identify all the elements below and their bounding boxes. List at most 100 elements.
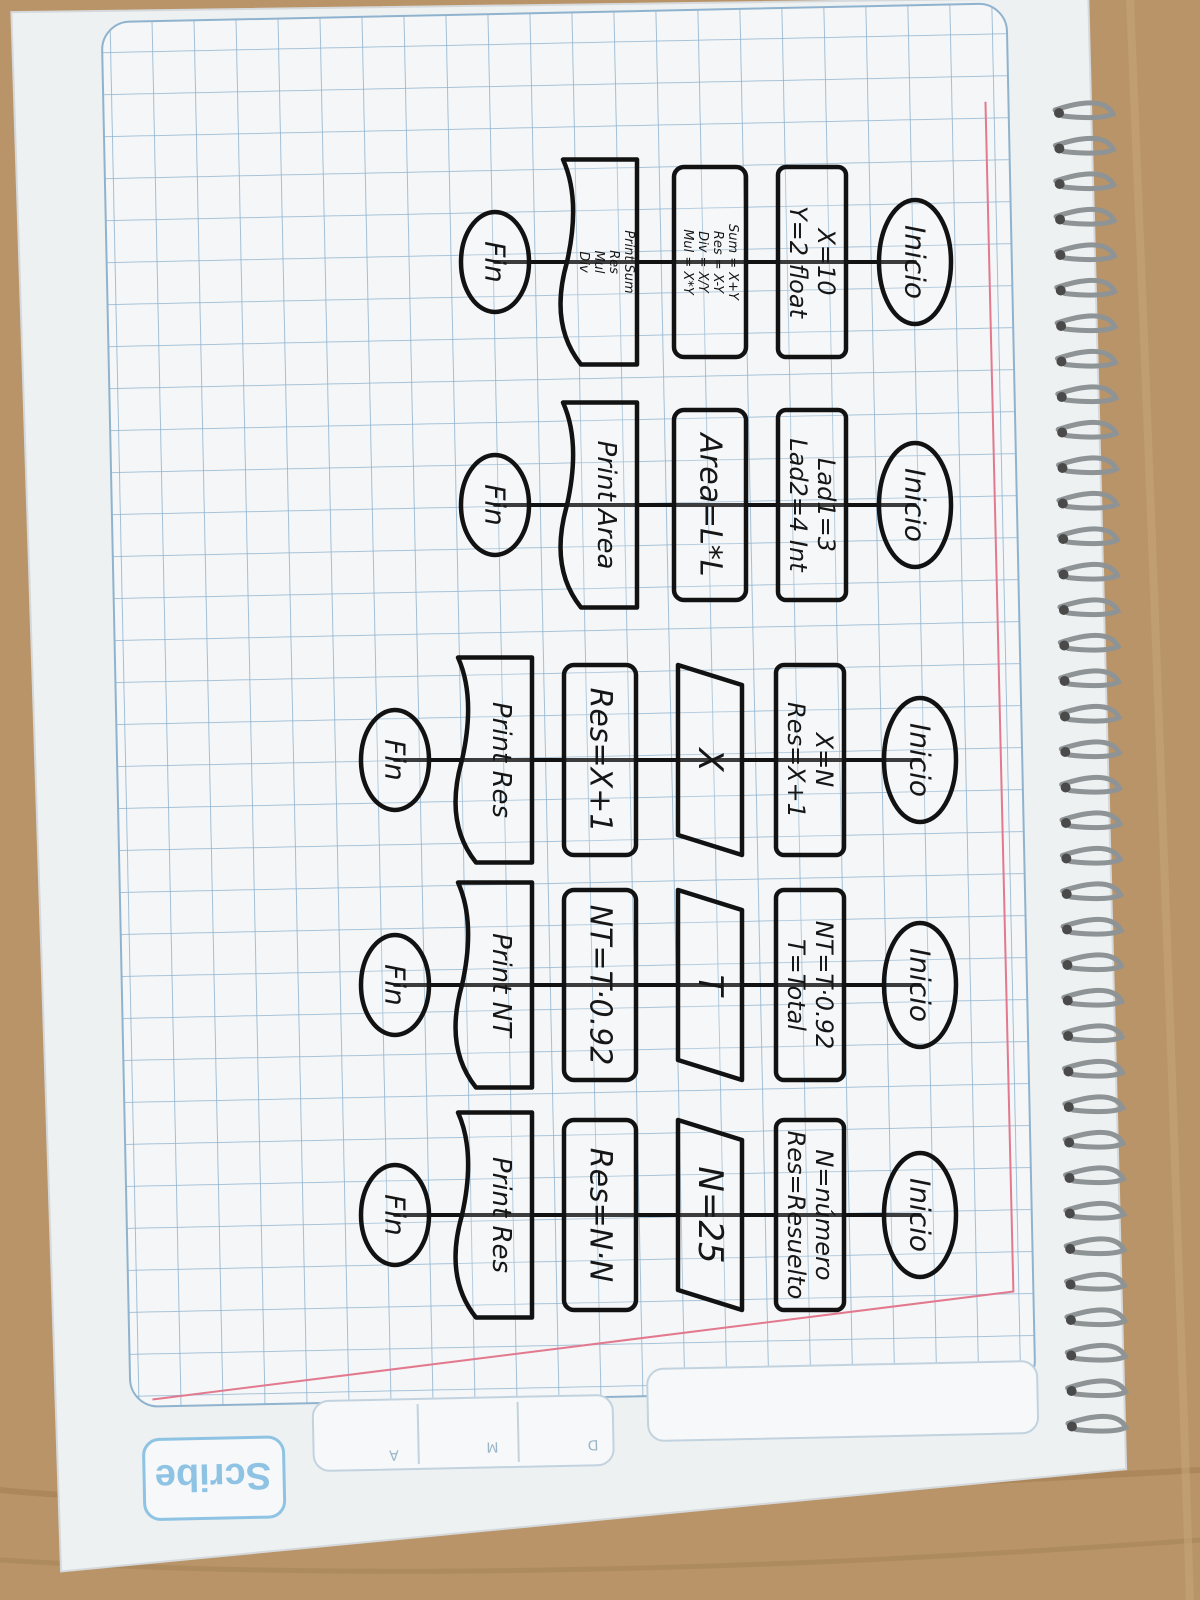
binding-hole bbox=[1061, 889, 1072, 899]
binding-hole bbox=[1059, 676, 1070, 686]
declaration-box bbox=[775, 164, 849, 360]
spiral-binding bbox=[1052, 100, 1130, 1434]
output-document bbox=[453, 880, 535, 1090]
start-terminator bbox=[881, 920, 959, 1050]
spiral-coil bbox=[1053, 242, 1118, 263]
process-box bbox=[561, 887, 639, 1083]
declaration-text: Lad2=4 Int bbox=[784, 438, 812, 573]
spiral-coil bbox=[1058, 739, 1123, 760]
end-label: Fin bbox=[379, 964, 412, 1006]
spiral-coil bbox=[1055, 419, 1120, 440]
spiral-coil bbox=[1062, 1129, 1127, 1150]
declaration-text: X=N bbox=[810, 731, 838, 788]
binding-hole bbox=[1055, 214, 1066, 225]
spiral-coil bbox=[1056, 490, 1121, 511]
binding-hole bbox=[1058, 569, 1069, 580]
process-box bbox=[671, 407, 749, 603]
process-text: Div = X/Y bbox=[695, 231, 710, 294]
spiral-coil bbox=[1057, 632, 1122, 653]
binding-hole bbox=[1060, 747, 1071, 757]
spiral-coil bbox=[1059, 774, 1124, 795]
binding-hole bbox=[1064, 1208, 1075, 1219]
binding-hole bbox=[1060, 782, 1071, 793]
declaration-text: Res=X+1 bbox=[782, 702, 810, 818]
spiral-coil bbox=[1056, 526, 1121, 547]
start-terminator bbox=[876, 440, 954, 570]
spiral-coil bbox=[1063, 1200, 1128, 1221]
binding-hole bbox=[1054, 108, 1064, 118]
spiral-coil bbox=[1065, 1378, 1129, 1399]
input-parallelogram bbox=[675, 1117, 745, 1313]
binding-hole bbox=[1057, 427, 1068, 438]
notebook-page: A M D Scribe bbox=[10, 0, 1128, 1573]
binding-hole bbox=[1055, 250, 1066, 260]
output-text: Print Sum bbox=[621, 230, 636, 293]
spiral-coil bbox=[1056, 455, 1120, 476]
binding-hole bbox=[1066, 1421, 1077, 1432]
output-document bbox=[453, 655, 535, 865]
process-text: NT=T·0.92 bbox=[583, 905, 618, 1066]
end-label: Fin bbox=[479, 484, 512, 526]
spiral-coil bbox=[1052, 100, 1117, 121]
start-label: Inicio bbox=[904, 1178, 937, 1252]
date-field-d: D bbox=[588, 1436, 599, 1452]
process-text: Area=L*L bbox=[693, 431, 728, 576]
binding-hole bbox=[1061, 853, 1072, 864]
declaration-box bbox=[773, 1117, 847, 1313]
start-terminator bbox=[881, 695, 959, 825]
binding-hole bbox=[1066, 1350, 1077, 1361]
spiral-coil bbox=[1060, 881, 1125, 902]
spiral-coil bbox=[1062, 1094, 1127, 1115]
start-terminator bbox=[876, 197, 954, 327]
spiral-coil bbox=[1057, 597, 1122, 618]
spiral-coil bbox=[1058, 703, 1123, 724]
start-terminator bbox=[881, 1150, 959, 1280]
binding-hole bbox=[1063, 1031, 1074, 1041]
start-label: Inicio bbox=[899, 468, 932, 542]
input-text: T bbox=[690, 975, 730, 998]
declaration-text: Res=Resuelto bbox=[782, 1131, 810, 1300]
process-text: Res=X+1 bbox=[583, 688, 618, 833]
binding-hole bbox=[1058, 605, 1069, 615]
spiral-coil bbox=[1052, 135, 1117, 156]
process-box bbox=[671, 164, 749, 360]
binding-hole bbox=[1062, 995, 1073, 1006]
spiral-coil bbox=[1054, 348, 1119, 369]
spiral-coil bbox=[1064, 1342, 1129, 1363]
declaration-box bbox=[775, 407, 849, 603]
binding-hole bbox=[1064, 1173, 1075, 1183]
spiral-coil bbox=[1061, 1023, 1126, 1044]
binding-hole bbox=[1059, 711, 1070, 722]
brand-text: Scribe bbox=[154, 1454, 271, 1498]
binding-hole bbox=[1065, 1244, 1076, 1254]
binding-hole bbox=[1054, 179, 1065, 189]
input-text: X bbox=[690, 746, 730, 772]
declaration-text: Lad1=3 bbox=[812, 458, 840, 552]
end-label: Fin bbox=[379, 1194, 412, 1236]
spiral-coil bbox=[1059, 810, 1124, 831]
input-text: N=25 bbox=[690, 1166, 730, 1263]
output-text: Print Res bbox=[486, 1157, 516, 1273]
declaration-text: T=Total bbox=[782, 939, 810, 1031]
declaration-text: N=número bbox=[810, 1149, 838, 1280]
spiral-coil bbox=[1054, 313, 1119, 334]
end-terminator bbox=[358, 1162, 432, 1268]
binding-hole bbox=[1063, 1066, 1074, 1077]
binding-hole bbox=[1054, 143, 1065, 154]
output-document bbox=[558, 157, 640, 367]
output-text: Print NT bbox=[486, 933, 516, 1039]
spiral-coil bbox=[1053, 171, 1118, 192]
process-text: Res = X-Y bbox=[710, 231, 725, 294]
binding-hole bbox=[1062, 960, 1073, 970]
start-label: Inicio bbox=[904, 723, 937, 797]
binding-hole bbox=[1058, 534, 1069, 544]
process-box bbox=[561, 662, 639, 858]
declaration-box bbox=[773, 662, 847, 858]
process-text: Res=N·N bbox=[583, 1148, 618, 1283]
spiral-coil bbox=[1060, 916, 1125, 937]
date-field-m: M bbox=[486, 1438, 498, 1454]
end-terminator bbox=[458, 209, 532, 315]
